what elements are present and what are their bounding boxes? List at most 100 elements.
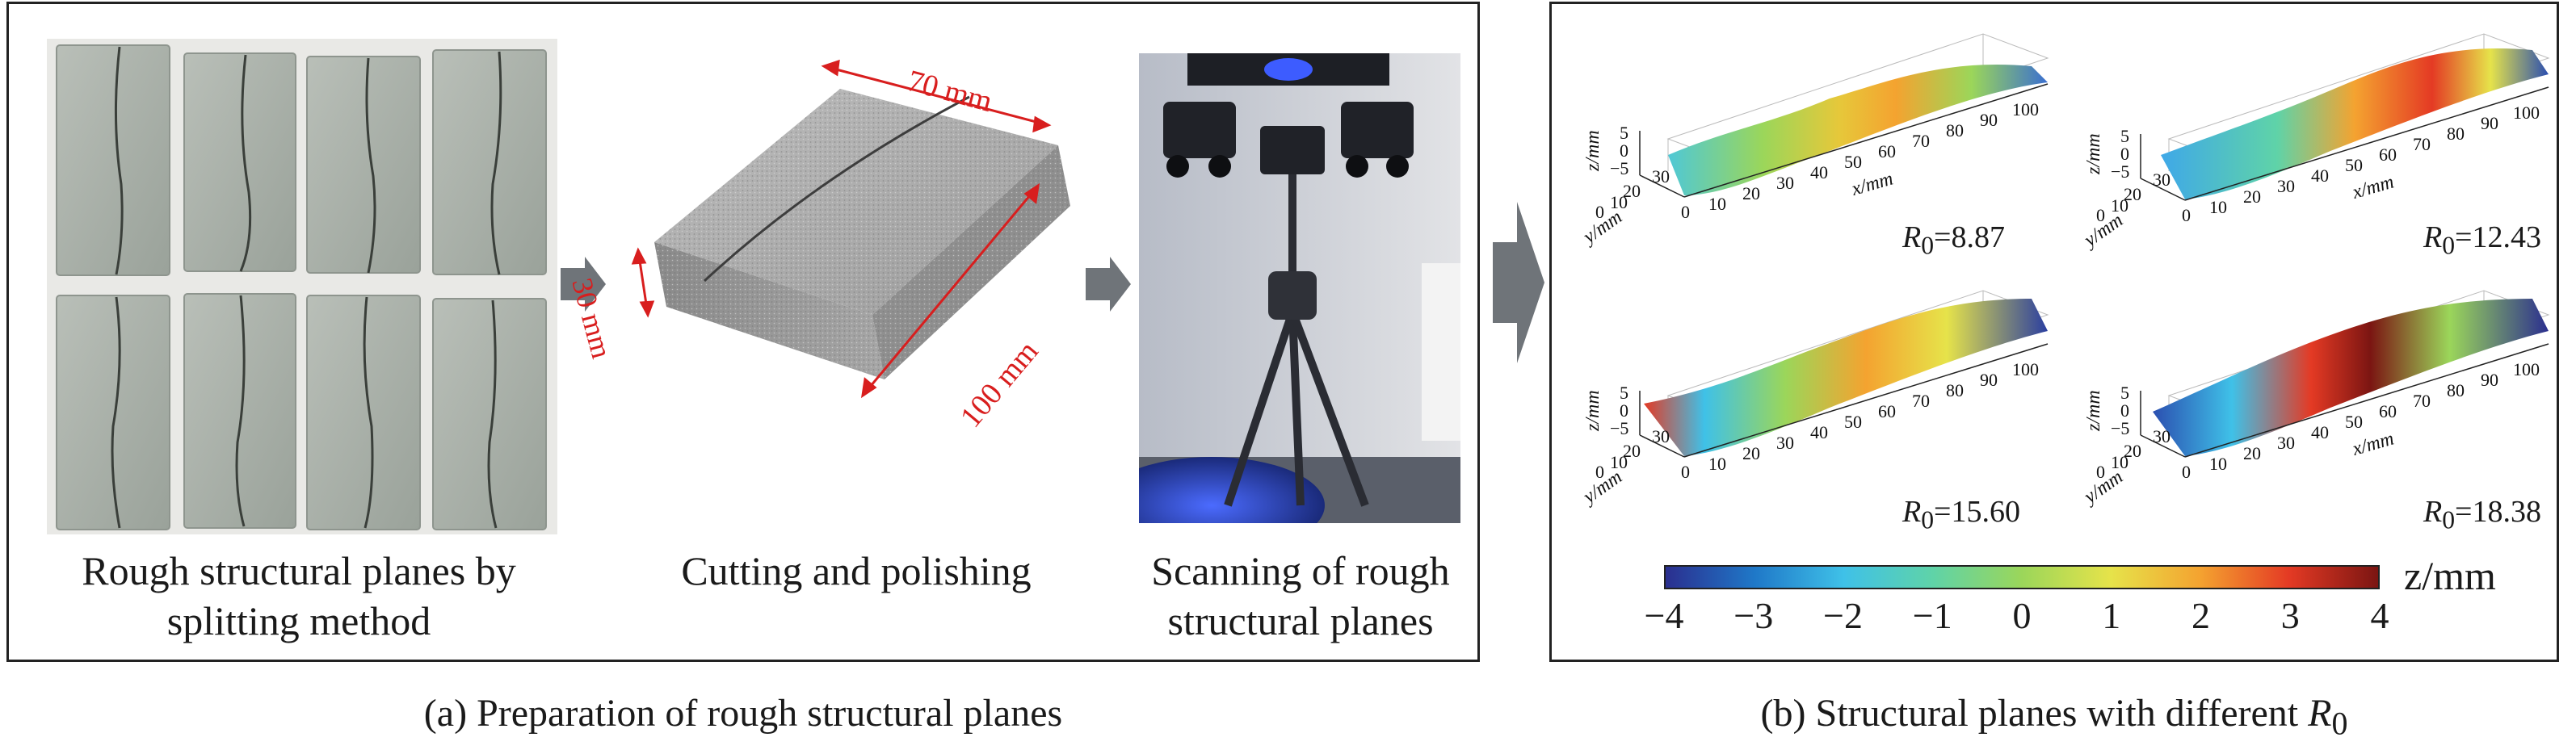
arrow-right-icon [1086,257,1131,312]
surface-plot-1: 0 10 20 30 40 50 60 70 80 90 100 x/mm 30… [1563,10,2056,252]
panel-b-caption: (b) Structural planes with different R0 [1760,692,2348,742]
surface-plot-4: 0 10 20 30 40 50 60 70 80 90 100 x/mm 30… [2064,266,2557,509]
colorbar [1664,565,2380,589]
svg-text:50: 50 [1844,152,1862,172]
surface-3-r0-label: R0=15.60 [1902,495,2020,534]
svg-text:70: 70 [2413,134,2431,154]
svg-text:30: 30 [2277,176,2295,196]
svg-text:80: 80 [1946,380,1964,400]
svg-text:20: 20 [2243,186,2261,207]
arrow-right-icon [561,257,606,312]
colorbar-tick-label: 0 [2012,595,2032,636]
svg-text:60: 60 [2379,145,2397,165]
surface-2-r0-label: R0=12.43 [2423,220,2541,260]
svg-text:50: 50 [2345,155,2363,175]
surface-plot-2: 0 10 20 30 40 50 60 70 80 90 100 x/mm 30… [2064,10,2557,252]
svg-text:50: 50 [1844,412,1862,432]
svg-text:0: 0 [2120,144,2129,164]
svg-text:0: 0 [1681,202,1690,222]
colorbar-tick-label: 3 [2280,595,2300,636]
svg-text:10: 10 [2111,195,2128,216]
step2-label: Cutting and polishing [681,548,1032,593]
svg-text:0: 0 [1620,140,1628,161]
svg-text:60: 60 [2379,401,2397,421]
colorbar-tick-label: 4 [2370,595,2389,636]
svg-text:50: 50 [2345,412,2363,432]
surface-4-r0-label: R0=18.38 [2423,495,2541,534]
colorbar-tick-label: −4 [1644,595,1684,636]
svg-text:70: 70 [1912,391,1930,411]
svg-text:40: 40 [1810,162,1828,182]
svg-text:80: 80 [2447,124,2465,144]
svg-text:40: 40 [2311,422,2329,442]
svg-text:10: 10 [1610,192,1628,212]
svg-text:0: 0 [1681,462,1690,482]
colorbar-tick-label: 2 [2191,595,2210,636]
svg-text:100: 100 [2513,359,2540,379]
svg-text:90: 90 [1980,370,1998,390]
svg-text:x/mm: x/mm [1849,168,1896,200]
svg-text:5: 5 [2120,126,2129,146]
svg-text:10: 10 [2209,197,2227,217]
svg-text:0: 0 [2096,205,2105,225]
svg-text:5: 5 [1620,383,1628,403]
svg-text:−5: −5 [1610,418,1628,438]
svg-text:80: 80 [1946,120,1964,140]
svg-text:20: 20 [1623,441,1641,461]
svg-text:30: 30 [2277,433,2295,453]
svg-text:30: 30 [1652,426,1670,446]
svg-text:90: 90 [2481,370,2498,390]
surface-1-r0-label: R0=8.87 [1902,220,2005,260]
svg-text:30: 30 [2153,426,2170,446]
svg-text:10: 10 [2111,452,2128,472]
split-specimens-photo [47,39,557,534]
scanner-photo [1139,53,1460,523]
arrow-right-icon [1493,202,1544,363]
svg-text:5: 5 [1620,123,1628,143]
svg-text:90: 90 [2481,113,2498,133]
svg-text:x/mm: x/mm [2350,428,2397,460]
svg-text:20: 20 [1623,181,1641,201]
svg-text:40: 40 [2311,165,2329,186]
surface-plot-3: 0 10 20 30 40 50 60 70 80 90 100 30 20 1… [1563,266,2056,509]
colorbar-label: z/mm [2404,553,2496,598]
svg-text:0: 0 [2182,205,2191,225]
svg-text:100: 100 [2513,103,2540,123]
svg-text:20: 20 [2124,441,2141,461]
svg-text:z/mm: z/mm [1582,130,1603,172]
svg-text:20: 20 [1742,443,1760,463]
svg-text:x/mm: x/mm [2350,171,2397,203]
svg-text:60: 60 [1878,401,1896,421]
svg-text:0: 0 [1595,462,1604,482]
svg-text:70: 70 [1912,131,1930,151]
svg-text:z/mm: z/mm [2083,390,2104,432]
svg-text:100: 100 [2012,99,2039,119]
svg-text:40: 40 [1810,422,1828,442]
svg-text:20: 20 [2124,184,2141,204]
svg-text:100: 100 [2012,359,2039,379]
svg-text:30: 30 [1776,433,1794,453]
svg-text:0: 0 [1620,400,1628,421]
svg-text:−5: −5 [2111,418,2129,438]
panel-a-caption: (a) Preparation of rough structural plan… [423,692,1063,735]
colorbar-tick-label: −2 [1823,595,1863,636]
svg-text:90: 90 [1980,110,1998,130]
svg-text:0: 0 [2096,462,2105,482]
svg-text:z/mm: z/mm [2083,133,2104,175]
svg-text:70: 70 [2413,391,2431,411]
svg-text:z/mm: z/mm [1582,390,1603,432]
svg-text:20: 20 [1742,183,1760,203]
svg-text:10: 10 [1708,454,1726,474]
svg-text:30: 30 [2153,170,2170,190]
colorbar-tick-label: −1 [1912,595,1952,636]
svg-text:10: 10 [1708,194,1726,214]
svg-text:60: 60 [1878,141,1896,161]
svg-text:10: 10 [1610,452,1628,472]
svg-text:30: 30 [1652,166,1670,186]
step1-label: Rough structural planes by splitting met… [82,548,516,643]
svg-text:−5: −5 [2111,161,2129,182]
svg-text:−5: −5 [1610,158,1628,178]
polished-block-photo [630,48,1099,501]
svg-text:0: 0 [2120,400,2129,421]
svg-text:0: 0 [1595,202,1604,222]
